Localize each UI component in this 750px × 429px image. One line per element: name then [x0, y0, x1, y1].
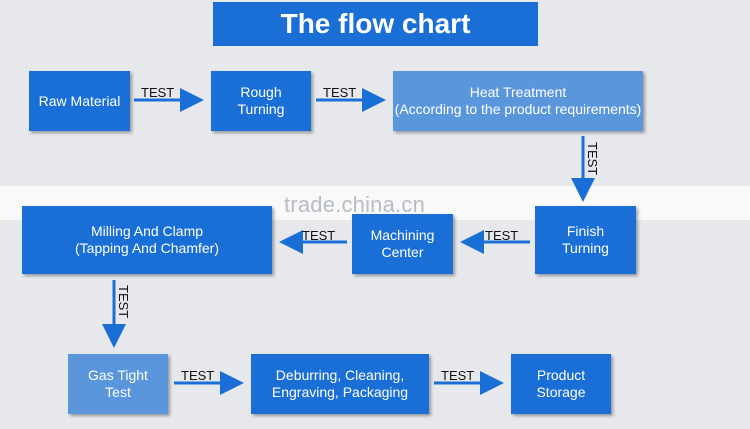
test-label: TEST — [485, 228, 519, 243]
diagram-title: The flow chart — [213, 2, 538, 46]
node-line: Machining — [370, 227, 435, 243]
node-line: Storage — [536, 384, 586, 400]
node-line: Finish — [566, 223, 605, 239]
node-line: Center — [381, 244, 424, 260]
node-raw-material: Raw Material — [29, 71, 130, 131]
node-deburring: Deburring, Cleaning, Engraving, Packagin… — [251, 354, 429, 414]
watermark: trade.china.cn — [284, 192, 425, 217]
node-heat-treatment: Heat Treatment (According to the product… — [393, 71, 643, 131]
node-line: (According to the product requirements) — [394, 101, 642, 117]
test-label: TEST — [141, 85, 175, 100]
node-line: Engraving, Packaging — [271, 384, 409, 400]
test-label: TEST — [585, 142, 600, 176]
node-line: Heat Treatment — [469, 84, 567, 100]
node-line: Product — [536, 367, 586, 383]
node-line: Turning — [562, 240, 609, 256]
node-line: Rough — [240, 84, 282, 100]
node-machining-center: Machining Center — [352, 214, 453, 274]
node-line: Turning — [237, 101, 285, 117]
node-line: (Tapping And Chamfer) — [75, 240, 219, 256]
node-line: Test — [105, 384, 131, 400]
node-line: Milling And Clamp — [90, 223, 204, 239]
node-rough-turning: Rough Turning — [211, 71, 311, 131]
test-label: TEST — [441, 368, 475, 383]
test-label: TEST — [323, 85, 357, 100]
node-line: Gas Tight — [88, 367, 148, 383]
node-line: Deburring, Cleaning, — [275, 367, 405, 383]
node-milling-clamp: Milling And Clamp (Tapping And Chamfer) — [22, 206, 272, 274]
test-label: TEST — [181, 368, 215, 383]
node-gas-tight-test: Gas Tight Test — [68, 354, 168, 414]
node-finish-turning: Finish Turning — [535, 206, 636, 274]
test-label: TEST — [302, 228, 336, 243]
node-product-storage: Product Storage — [511, 354, 611, 414]
node-line: Raw Material — [38, 92, 121, 109]
test-label: TEST — [116, 285, 131, 319]
